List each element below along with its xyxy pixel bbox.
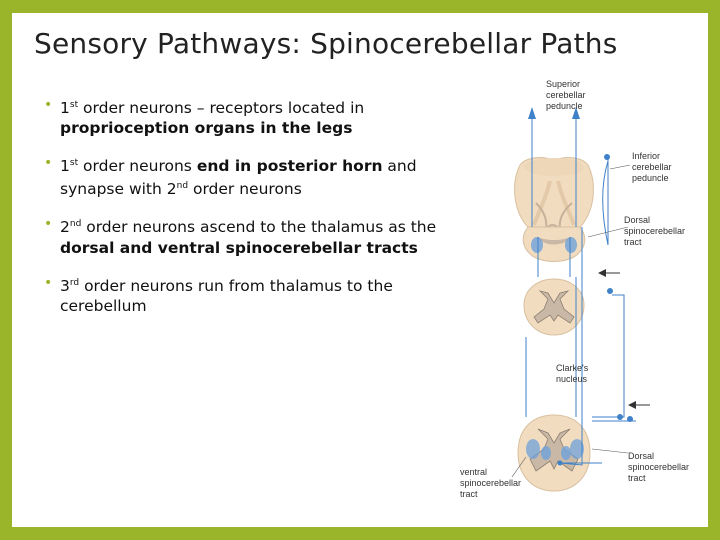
slide: Sensory Pathways: Spinocerebellar Paths … [12,13,708,527]
bullet-dot-icon: • [44,274,53,291]
arrow-input-top-icon [598,269,620,294]
svg-text:peduncle: peduncle [632,173,669,183]
cerebellum-section [514,154,610,246]
svg-text:cerebellar: cerebellar [546,90,586,100]
arrow-superior-right-icon [572,107,580,119]
svg-text:spinocerebellar: spinocerebellar [628,462,689,472]
bullet-item: •3rd order neurons run from thalamus to … [44,274,393,315]
svg-text:Dorsal: Dorsal [628,451,654,461]
label-dorsal-tract-bottom: Dorsal spinocerebellar tract [628,451,689,483]
svg-text:Superior: Superior [546,79,580,89]
svg-text:peduncle: peduncle [546,101,583,111]
spinocerebellar-diagram: Superior cerebellar peduncle Inferior ce… [460,79,689,499]
bullet-dot-icon: • [44,97,53,113]
arrow-input-bottom-icon [617,401,650,422]
svg-text:Clarke's: Clarke's [556,363,589,373]
svg-text:tract: tract [624,237,642,247]
label-dorsal-tract-top: Dorsal spinocerebellar tract [624,215,685,247]
bullet-item: •1st order neurons – receptors located i… [44,97,365,138]
label-inferior-peduncle: Inferior cerebellar peduncle [632,151,672,183]
svg-text:Dorsal: Dorsal [624,215,650,225]
svg-text:tract: tract [460,489,478,499]
svg-text:tract: tract [628,473,646,483]
bullet-dot-icon: • [44,216,53,233]
medulla-section [522,226,586,262]
label-superior-peduncle: Superior cerebellar peduncle [546,79,586,111]
bullet-item: •1st order neurons end in posterior horn… [44,155,417,199]
label-ventral-tract: ventral spinocerebellar tract [460,467,521,499]
arrow-superior-left-icon [528,107,536,119]
label-clarkes-nucleus: Clarke's nucleus [556,363,589,384]
bullet-list: •1st order neurons – receptors located i… [44,95,444,331]
svg-text:spinocerebellar: spinocerebellar [624,226,685,236]
svg-text:Inferior: Inferior [632,151,660,161]
svg-text:spinocerebellar: spinocerebellar [460,478,521,488]
svg-text:ventral: ventral [460,467,487,477]
bullet-item: •2nd order neurons ascend to the thalamu… [44,216,437,257]
spinal-section-mid [523,278,585,336]
bullet-dot-icon: • [44,155,53,172]
slide-title: Sensory Pathways: Spinocerebellar Paths [34,27,618,60]
spinal-section-bottom [517,414,591,492]
svg-text:nucleus: nucleus [556,374,588,384]
svg-text:cerebellar: cerebellar [632,162,672,172]
tract-lines [525,117,636,466]
